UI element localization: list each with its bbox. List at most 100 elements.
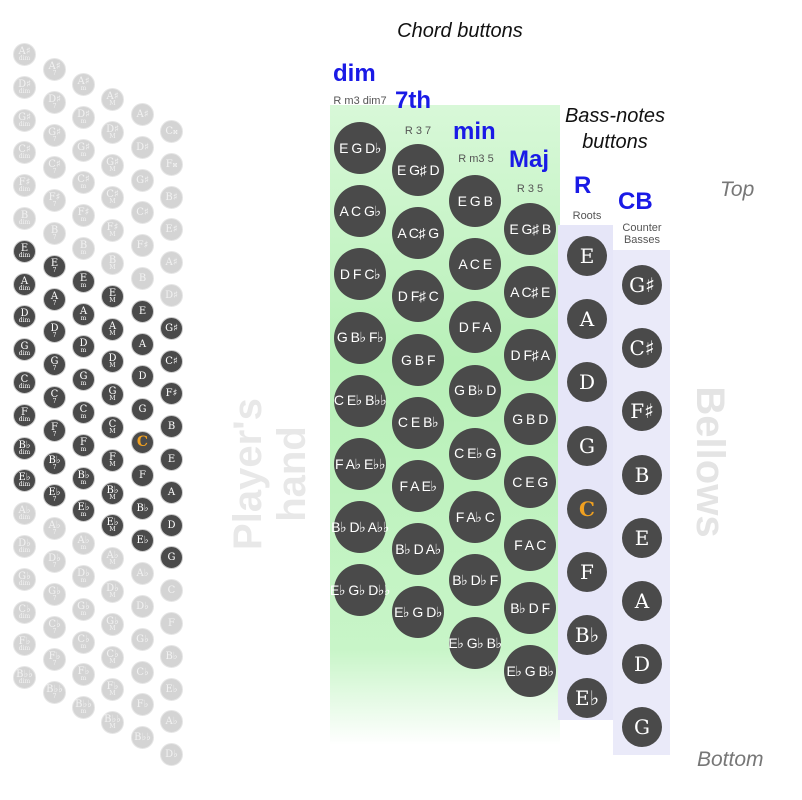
column-heading-counter: CB — [618, 188, 653, 215]
mini-note: A — [20, 275, 29, 287]
mini-bass-button: F — [131, 463, 154, 487]
counter-button[interactable]: F♯ — [622, 391, 662, 432]
dim-button[interactable]: F A♭ E♭♭ — [334, 438, 386, 490]
min-button[interactable]: B♭ D♭ F — [449, 554, 501, 607]
counter-button[interactable]: E — [622, 517, 662, 558]
min-button[interactable]: E♭ G♭ B♭ — [448, 617, 502, 670]
mini-note: D♯ — [165, 290, 178, 301]
dim-button[interactable]: G B♭ F♭ — [334, 311, 386, 364]
roots-button[interactable]: E♭ — [567, 678, 607, 719]
7th-button[interactable]: E G♯ D — [392, 144, 444, 196]
mini-chord-type: 7 — [52, 168, 57, 176]
mini-note: A♭ — [48, 520, 61, 532]
min-button[interactable]: E G B — [449, 175, 501, 227]
players-hand-line2: hand — [270, 426, 314, 522]
mini-bass-button: G — [160, 546, 183, 570]
mini-note: G — [167, 552, 176, 564]
mini-note: C — [167, 585, 176, 597]
mini-note: D — [79, 338, 88, 350]
dim-button[interactable]: B♭ D♭ A♭♭ — [331, 501, 389, 554]
mini-note: E — [50, 257, 59, 269]
mini-note: E♭ — [136, 535, 149, 547]
roots-button[interactable]: F — [567, 552, 607, 592]
maj-button[interactable]: B♭ D F — [504, 582, 556, 635]
mini-note: F♭ — [77, 666, 90, 678]
maj-button[interactable]: E G♯ B — [504, 203, 556, 255]
min-button[interactable]: D F A — [449, 301, 501, 354]
mini-bass-button: A♭dim — [13, 502, 36, 526]
mini-chord-type: dim — [18, 612, 31, 620]
counter-button[interactable]: C♯ — [622, 328, 662, 369]
mini-note: C♭ — [136, 666, 149, 678]
maj-button[interactable]: F A C — [504, 519, 556, 571]
mini-bass-button: C — [131, 431, 154, 454]
mini-bass-button: D♭dim — [13, 535, 36, 558]
mini-bass-button: G♭dim — [13, 567, 36, 591]
maj-button[interactable]: A C♯ E — [504, 266, 556, 319]
mini-chord-type: 7 — [52, 332, 57, 340]
7th-button[interactable]: G B F — [392, 333, 444, 386]
dim-button[interactable]: E♭ G♭ D♭♭ — [330, 564, 391, 617]
7th-button[interactable]: D F♯ C — [392, 270, 444, 323]
mini-chord-type: M — [109, 690, 116, 698]
mini-note: F♭ — [18, 636, 31, 648]
dim-button[interactable]: D F C♭ — [334, 248, 386, 301]
7th-button[interactable]: F A E♭ — [392, 460, 444, 512]
roots-button[interactable]: D — [567, 362, 607, 403]
mini-chord-type: dim — [18, 514, 31, 522]
dim-button[interactable]: E G D♭ — [334, 122, 386, 174]
mini-note: G♭ — [136, 633, 149, 645]
min-button[interactable]: A C E — [449, 238, 501, 291]
mini-chord-type: 7 — [52, 234, 57, 241]
counter-button[interactable]: B — [622, 454, 662, 495]
mini-note: B♭♭ — [134, 732, 151, 744]
mini-bass-button: C♯7 — [43, 156, 66, 180]
7th-button[interactable]: E♭ G D♭ — [392, 586, 444, 639]
min-button[interactable]: C E♭ G — [449, 427, 501, 480]
mini-note: B — [167, 421, 176, 433]
mini-note: A — [50, 290, 59, 302]
mini-note: E♭ — [106, 517, 119, 529]
maj-button[interactable]: D F♯ A — [504, 329, 556, 382]
7th-button[interactable]: C E B♭ — [392, 396, 444, 449]
dim-button[interactable]: C E♭ B♭♭ — [334, 374, 387, 427]
mini-bass-button: B♭♭dim — [13, 666, 36, 690]
mini-note: A♭ — [77, 535, 90, 547]
min-button[interactable]: F A♭ C — [449, 491, 501, 543]
mini-bass-button: C♭m — [72, 630, 95, 654]
roots-button[interactable]: C — [567, 488, 607, 529]
7th-button[interactable]: A C♯ G — [392, 207, 444, 260]
mini-chord-type: dim — [18, 219, 31, 226]
roots-button[interactable]: E — [567, 236, 607, 276]
mini-chord-type: dim — [18, 153, 31, 161]
mini-note: F — [168, 618, 175, 629]
roots-button[interactable]: A — [567, 299, 607, 340]
mini-note: E♭ — [18, 472, 31, 484]
maj-button[interactable]: G B D — [504, 392, 556, 445]
mini-bass-button: B♭♭M — [101, 711, 124, 735]
min-button[interactable]: G B♭ D — [449, 364, 501, 417]
counter-button[interactable]: G♯ — [622, 265, 662, 305]
dim-button[interactable]: A C G♭ — [334, 185, 386, 238]
maj-button[interactable]: E♭ G B♭ — [504, 645, 556, 698]
mini-bass-button: D♯M — [101, 120, 124, 144]
counter-button[interactable]: D — [622, 644, 662, 685]
mini-note: D♯ — [136, 141, 149, 153]
roots-button[interactable]: B♭ — [567, 615, 607, 656]
mini-note: G — [50, 356, 59, 368]
mini-bass-button: C♯dim — [13, 141, 36, 165]
maj-button[interactable]: C E G — [504, 455, 556, 508]
counter-button[interactable]: G — [622, 707, 662, 748]
roots-button[interactable]: G — [567, 425, 607, 466]
7th-button[interactable]: B♭ D A♭ — [392, 523, 444, 576]
counter-button[interactable]: A — [622, 581, 662, 621]
mini-bass-button: F♭M — [101, 678, 124, 702]
mini-chord-type: m — [80, 380, 87, 388]
mini-chord-type: M — [109, 559, 116, 567]
mini-bass-button: D♯m — [72, 105, 95, 129]
